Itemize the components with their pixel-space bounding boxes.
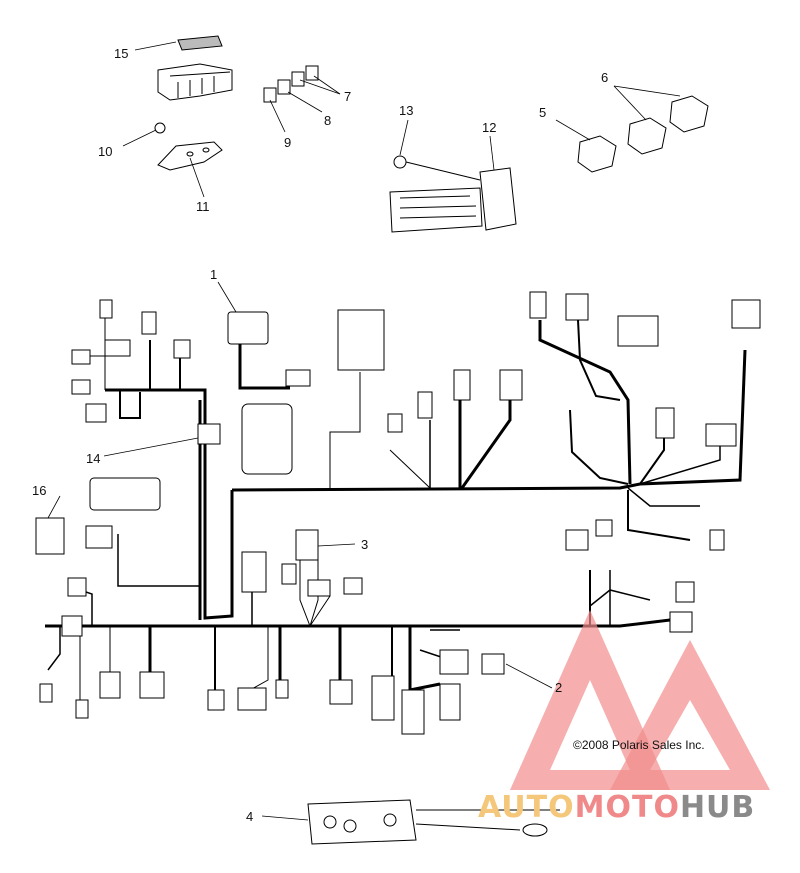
part-12-13-module	[389, 155, 517, 233]
callout-8: 8	[324, 113, 332, 128]
leader-lines	[47, 281, 553, 821]
watermark-part2: MOTO	[574, 790, 680, 825]
part-4-cable	[307, 799, 560, 845]
callout-5: 5	[539, 105, 547, 120]
callout-10: 10	[98, 144, 113, 159]
callout-13: 13	[399, 103, 414, 118]
part-10-11-bracket	[154, 122, 223, 171]
harness-connectors	[35, 291, 761, 735]
callout-15: 15	[114, 46, 129, 61]
callout-11: 11	[196, 199, 210, 214]
watermark-part1: AUTO	[478, 790, 575, 825]
callout-7: 7	[344, 89, 352, 104]
watermark-text: AUTOMOTOHUB	[478, 790, 755, 825]
watermark-part3: HUB	[679, 790, 756, 825]
part-7-8-9-fuses	[263, 65, 319, 103]
callout-12: 12	[482, 120, 497, 135]
callout-3: 3	[361, 537, 369, 552]
part-5-6-relays	[577, 95, 709, 173]
part-15-fuse-box	[157, 35, 233, 101]
callout-6: 6	[601, 70, 609, 85]
callout-16: 16	[32, 483, 47, 498]
callout-14: 14	[86, 451, 101, 466]
callout-1: 1	[210, 267, 218, 282]
callout-2: 2	[555, 680, 563, 695]
callout-4: 4	[246, 809, 254, 824]
copyright-text: ©2008 Polaris Sales Inc.	[573, 738, 705, 752]
watermark-logo	[510, 610, 770, 790]
callout-9: 9	[284, 135, 292, 150]
